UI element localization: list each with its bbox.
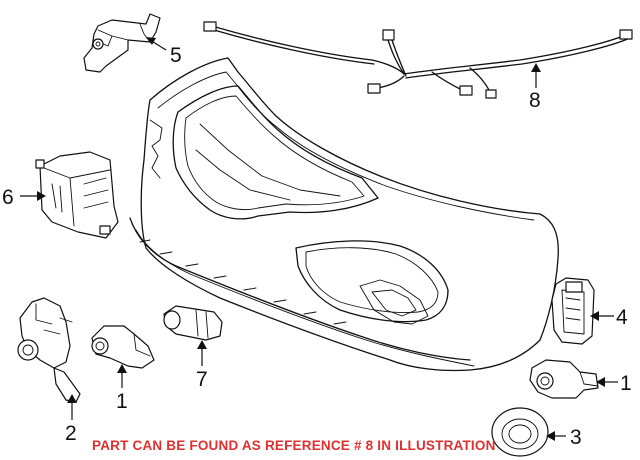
callout-1-right: 1 [620, 372, 632, 395]
wire-harness [203, 21, 633, 99]
callout-4: 4 [616, 306, 628, 329]
harness-connector-top [382, 29, 395, 41]
control-module-part [35, 151, 119, 239]
reference-note: PART CAN BE FOUND AS REFERENCE # 8 IN IL… [92, 438, 496, 453]
connector-sensor-part [163, 305, 223, 341]
sensor-holder-part [551, 277, 595, 345]
sensor-bracket-assembly [17, 297, 81, 403]
sensor-bracket-part [83, 13, 161, 73]
callout-3: 3 [570, 426, 582, 449]
sensor-retainer-ring [491, 407, 549, 457]
callout-8: 8 [529, 89, 541, 112]
front-bumper-cover [129, 57, 559, 372]
callout-2: 2 [65, 422, 77, 445]
harness-connector-left [203, 21, 217, 32]
parking-sensor-right [529, 359, 599, 399]
callout-7: 7 [196, 368, 208, 391]
callout-1-left: 1 [116, 390, 128, 413]
harness-connector-lower-2 [459, 85, 473, 96]
harness-connector-right [619, 29, 633, 40]
harness-connector-lower-3 [485, 89, 497, 99]
callout-6: 6 [2, 186, 14, 209]
harness-connector-lower-1 [367, 83, 381, 94]
callout-5: 5 [170, 44, 182, 67]
parking-sensor-left [91, 325, 155, 369]
leader-lines [20, 37, 618, 441]
